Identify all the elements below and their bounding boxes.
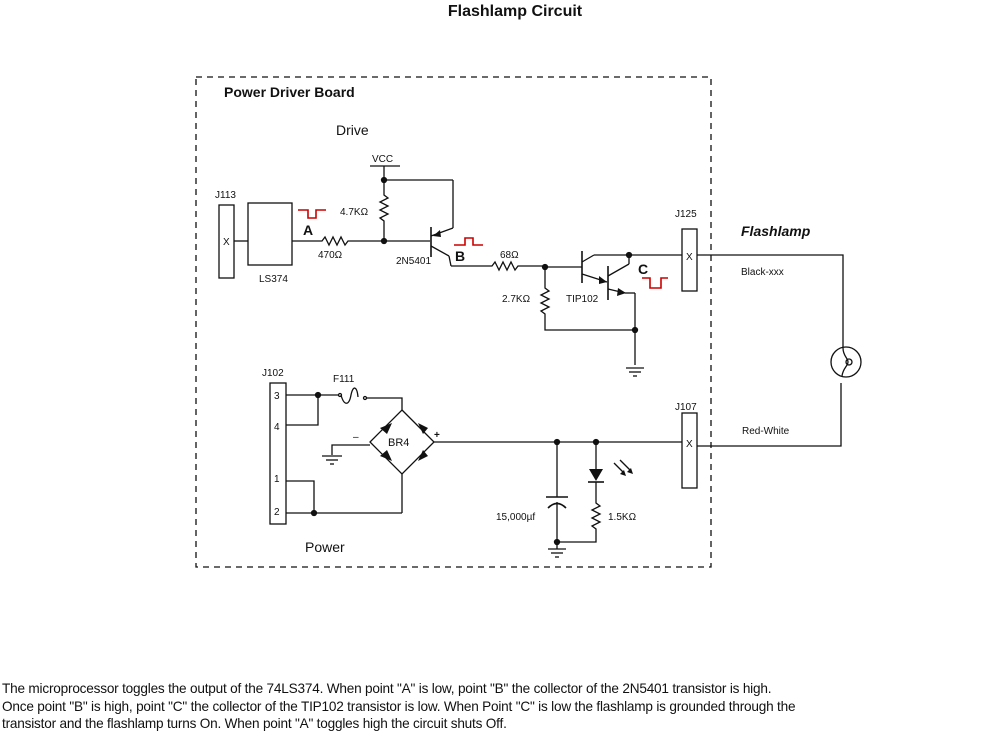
- r470-label: 470Ω: [318, 250, 343, 261]
- section-drive-label: Drive: [336, 122, 369, 138]
- vcc-label: VCC: [372, 154, 393, 165]
- resistor-4k7: 4.7KΩ: [340, 180, 390, 245]
- r68-label: 68Ω: [500, 250, 519, 261]
- ls374-label: LS374: [259, 274, 288, 285]
- j113-pin: X: [223, 237, 230, 248]
- ground-icon: [626, 367, 644, 377]
- circuit-description: The microprocessor toggles the output of…: [2, 680, 1000, 733]
- resistor-68: 68Ω: [490, 250, 549, 272]
- diagram-title: Flashlamp Circuit: [448, 3, 583, 20]
- j102-pin-2: 2: [274, 507, 280, 518]
- description-line: Once point "B" is high, point "C" the co…: [2, 698, 796, 714]
- capacitor-15000uf: 15,000µf: [496, 442, 568, 546]
- point-a-label: A: [303, 222, 313, 238]
- ground-icon: [548, 542, 566, 558]
- connector-j102: J102 3 4 1 2: [262, 368, 287, 525]
- r4k7-label: 4.7KΩ: [340, 207, 369, 218]
- point-b-waveform: [454, 237, 483, 246]
- j102-pin-3: 3: [274, 391, 280, 402]
- cap-label: 15,000µf: [496, 512, 535, 523]
- resistor-1k5: 1.5KΩ: [557, 500, 637, 543]
- point-a-waveform: [298, 209, 326, 219]
- point-b-label: B: [455, 248, 465, 264]
- connector-j113: J113 X: [215, 190, 248, 279]
- j102-pin-1: 1: [274, 474, 280, 485]
- br4-label: BR4: [388, 437, 409, 449]
- j102-label: J102: [262, 368, 284, 379]
- board-outline: [195, 76, 712, 568]
- description-line: transistor and the flashlamp turns On. W…: [2, 716, 507, 731]
- ic-ls374: LS374: [247, 202, 318, 285]
- bridge-rectifier-br4: BR4 – +: [353, 409, 440, 475]
- j125-label: J125: [675, 209, 697, 220]
- point-c-waveform: [642, 277, 668, 289]
- transistor-tip102: TIP102: [545, 251, 639, 365]
- j113-label: J113: [215, 190, 236, 201]
- flashlamp-icon: [830, 346, 862, 378]
- transistor-2n5401: 2N5401: [384, 227, 490, 267]
- wire-red-white: [697, 383, 842, 447]
- j125-pin: X: [686, 252, 693, 263]
- j102-pin-4: 4: [274, 422, 280, 433]
- description-line: The microprocessor toggles the output of…: [2, 681, 772, 696]
- fuse-f111: F111: [333, 374, 403, 410]
- connector-j125: J125 X: [629, 209, 698, 292]
- r2k7-label: 2.7KΩ: [502, 294, 531, 305]
- wire-black: [697, 254, 844, 348]
- led-indicator: [588, 442, 633, 500]
- wire-red-white-label: Red-White: [742, 426, 790, 437]
- q2n5401-label: 2N5401: [396, 256, 431, 267]
- ground-icon: [322, 455, 342, 465]
- flashlamp-label: Flashlamp: [741, 223, 811, 239]
- point-c-label: C: [638, 261, 648, 277]
- r1k5-label: 1.5KΩ: [608, 512, 637, 523]
- j107-pin: X: [686, 439, 693, 450]
- tip102-label: TIP102: [566, 294, 599, 305]
- f111-label: F111: [333, 374, 355, 385]
- br4-plus-label: +: [434, 430, 440, 441]
- j107-label: J107: [675, 402, 697, 413]
- br4-minus-label: –: [353, 432, 359, 443]
- section-power-label: Power: [305, 539, 345, 555]
- wire-black-label: Black-xxx: [741, 267, 784, 278]
- resistor-2k7: 2.7KΩ: [502, 267, 635, 331]
- resistor-470: 470Ω: [318, 235, 384, 261]
- board-title: Power Driver Board: [224, 84, 355, 100]
- connector-j107: J107 X: [675, 402, 698, 489]
